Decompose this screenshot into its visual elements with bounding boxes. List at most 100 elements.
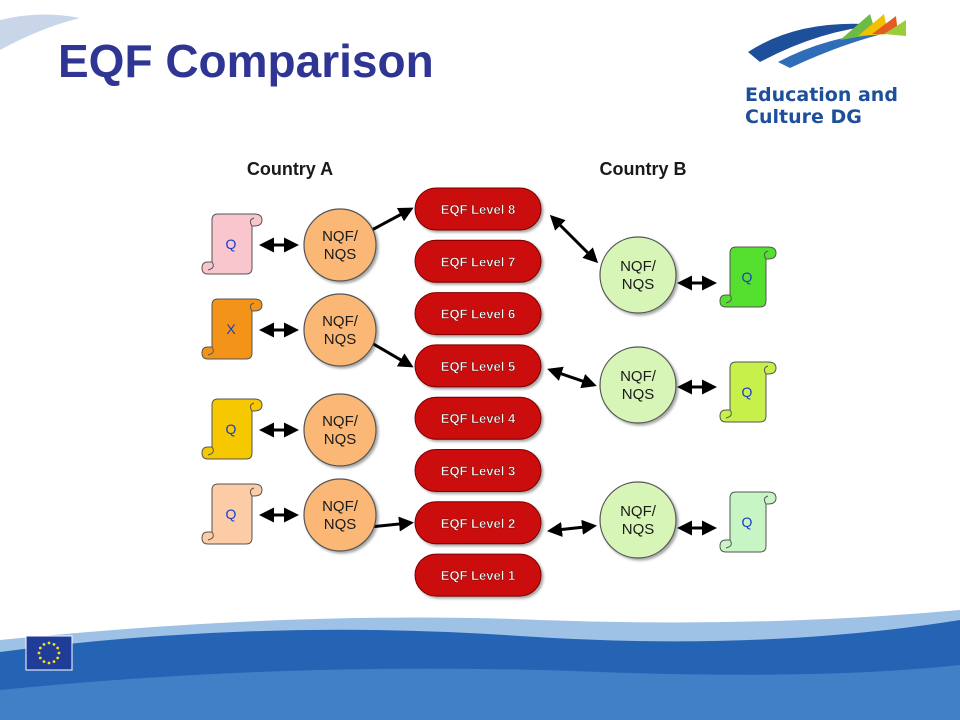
eu-star-icon: [56, 646, 60, 650]
nqf-label-line: NQS: [324, 431, 357, 448]
nqf-circle: [303, 478, 377, 552]
country-b-document-3: Q: [719, 491, 777, 553]
double-arrow: [549, 214, 599, 264]
eqf-level-label: EQF Level 5: [441, 359, 515, 374]
country-b-nqf-1: NQF/NQS: [599, 236, 677, 314]
nqf-circle: [303, 293, 377, 367]
document-label: Q: [226, 506, 237, 522]
eqf-level-3: EQF Level 3: [414, 449, 542, 492]
nqf-label-line: NQS: [324, 516, 357, 533]
country-b-label: Country B: [600, 159, 687, 179]
country-b-document-1: Q: [719, 246, 777, 308]
country-a-document-1: Q: [201, 213, 263, 275]
country-a-nqf-3: NQF/NQS: [303, 393, 377, 467]
nqf-label-line: NQF/: [322, 498, 359, 515]
nqf-label-line: NQS: [324, 331, 357, 348]
scroll-document-icon: [201, 298, 263, 360]
eu-star-icon: [52, 642, 56, 646]
eu-star-icon: [57, 651, 61, 655]
nqf-circle: [599, 236, 677, 314]
eqf-level-pill: [414, 292, 542, 336]
link-arrow: [369, 516, 414, 532]
nqf-circle: [599, 346, 677, 424]
eu-star-icon: [42, 660, 46, 664]
scroll-document-icon: [719, 491, 777, 553]
nqf-circle: [599, 481, 677, 559]
country-a-nqf-2: NQF/NQS: [303, 293, 377, 367]
country-a-nqf-4: NQF/NQS: [303, 478, 377, 552]
nqf-label-line: NQF/: [322, 313, 359, 330]
eqf-level-label: EQF Level 8: [441, 202, 515, 217]
scroll-document-icon: [719, 246, 777, 308]
country-a-document-2: X: [201, 298, 263, 360]
nqf-label-line: NQF/: [620, 503, 657, 520]
eqf-level-8: EQF Level 8: [414, 187, 542, 231]
eqf-level-2: EQF Level 2: [414, 501, 542, 545]
footer-wave-highlight: [0, 665, 960, 720]
country-b-document-2: Q: [719, 361, 777, 423]
eqf-level-label: EQF Level 1: [441, 568, 515, 583]
nqf-label-line: NQS: [622, 276, 655, 293]
eqf-level-label: EQF Level 2: [441, 516, 515, 531]
eqf-level-1: EQF Level 1: [414, 553, 542, 597]
nqf-circle: [303, 393, 377, 467]
education-culture-logo-icon: [748, 14, 906, 68]
document-label: Q: [742, 384, 753, 400]
eqf-level-7: EQF Level 7: [414, 239, 542, 283]
corner-swoosh-decoration: [0, 14, 80, 51]
eu-star-icon: [42, 642, 46, 646]
nqf-label-line: NQF/: [620, 368, 657, 385]
document-label: Q: [226, 421, 237, 437]
eu-star-icon: [52, 660, 56, 664]
eu-star-icon: [47, 661, 51, 665]
nqf-circle: [303, 208, 377, 282]
country-a-document-3: Q: [201, 398, 263, 460]
eu-star-icon: [56, 656, 60, 660]
eqf-level-6: EQF Level 6: [414, 292, 542, 336]
eqf-level-label: EQF Level 7: [441, 254, 515, 269]
country-b-column: NQF/NQS Q NQF/NQS Q NQF/NQS Q: [599, 236, 777, 559]
scroll-document-icon: [201, 213, 263, 275]
country-a-label: Country A: [247, 159, 333, 179]
eu-star-icon: [47, 641, 51, 645]
double-arrow: [547, 519, 597, 537]
logo-text: Education and Culture DG: [745, 84, 898, 128]
country-b-nqf-3: NQF/NQS: [599, 481, 677, 559]
eqf-level-4: EQF Level 4: [414, 396, 542, 440]
document-label: X: [226, 321, 236, 337]
nqf-label-line: NQF/: [322, 228, 359, 245]
eqf-level-pill: [414, 239, 542, 283]
eqf-level-pill: [414, 449, 542, 492]
nqf-label-line: NQS: [622, 521, 655, 538]
nqf-label-line: NQF/: [620, 258, 657, 275]
eqf-level-stack: EQF Level 8 EQF Level 7 EQF Level 6 EQF Lev…: [414, 187, 542, 597]
eqf-level-pill: [414, 553, 542, 597]
eqf-level-pill: [414, 501, 542, 545]
nqf-label-line: NQS: [324, 246, 357, 263]
eu-star-icon: [38, 646, 42, 650]
country-a-nqf-1: NQF/NQS: [303, 208, 377, 282]
scroll-document-icon: [201, 483, 263, 545]
link-arrow: [369, 207, 414, 233]
document-label: Q: [226, 236, 237, 252]
eu-flag-icon: [25, 635, 73, 671]
scroll-document-icon: [201, 398, 263, 460]
document-label: Q: [742, 514, 753, 530]
eu-star-icon: [37, 651, 41, 655]
eqf-level-pill: [414, 344, 542, 388]
link-arrow: [369, 340, 414, 368]
nqf-label-line: NQS: [622, 386, 655, 403]
eqf-level-pill: [414, 396, 542, 440]
eqf-level-label: EQF Level 4: [441, 411, 516, 426]
document-label: Q: [742, 269, 753, 285]
eu-star-icon: [38, 656, 42, 660]
eqf-level-label: EQF Level 3: [441, 464, 515, 479]
scroll-document-icon: [719, 361, 777, 423]
country-a-document-4: Q: [201, 483, 263, 545]
eqf-level-5: EQF Level 5: [414, 344, 542, 388]
double-arrow: [547, 366, 597, 389]
eqf-level-label: EQF Level 6: [441, 307, 515, 322]
eqf-level-pill: [414, 187, 542, 231]
connection-arrows: [259, 207, 717, 537]
